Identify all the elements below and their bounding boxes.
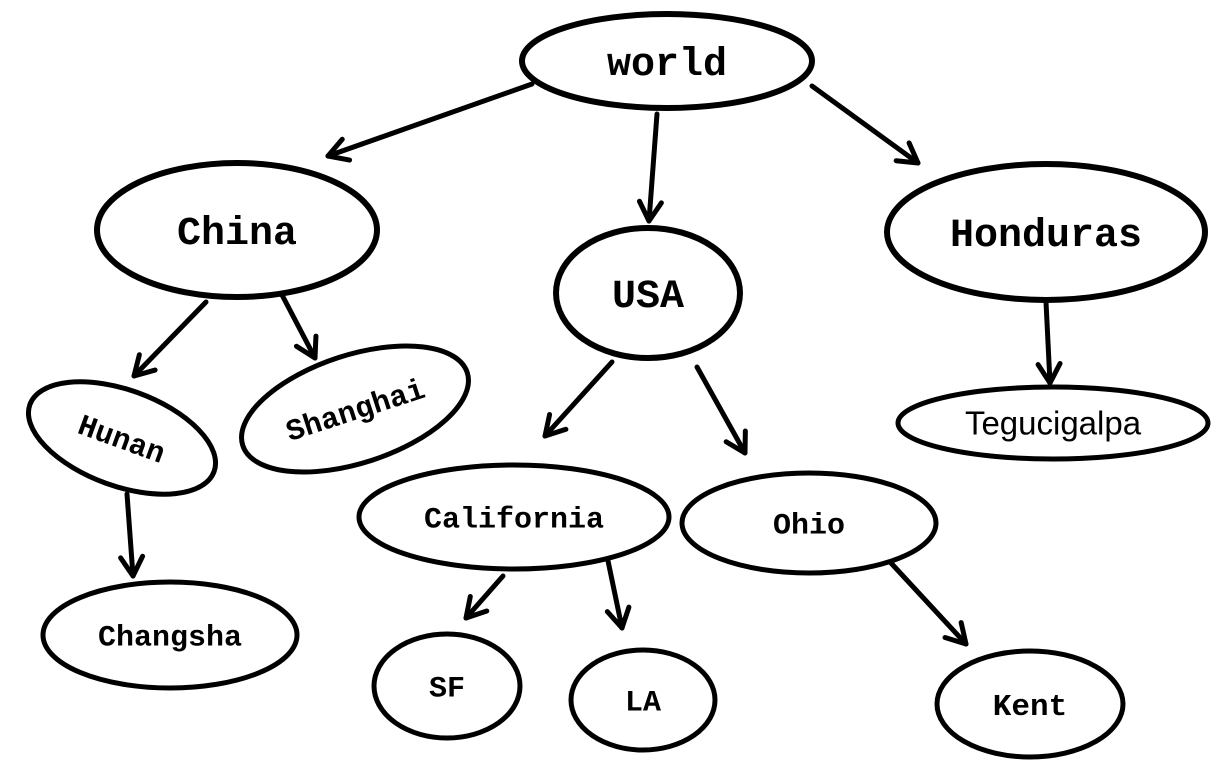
node-sf: SF — [371, 631, 523, 741]
node-label-sf: SF — [429, 673, 465, 707]
node-label-china: China — [177, 212, 297, 257]
node-shape-california — [356, 462, 672, 572]
node-shanghai: Shanghai — [239, 343, 471, 475]
node-shape-sf — [371, 631, 523, 741]
node-shape-la — [568, 647, 718, 753]
node-label-honduras: Honduras — [950, 214, 1142, 259]
edge-honduras-tegucigalpa — [1035, 299, 1063, 386]
node-shape-ohio — [679, 470, 939, 576]
node-shape-changsha — [40, 579, 300, 691]
edge-california-sf — [463, 573, 506, 621]
node-label-la: LA — [625, 687, 661, 721]
node-label-usa: USA — [612, 275, 684, 320]
node-la: LA — [568, 647, 718, 753]
node-label-changsha: Changsha — [98, 622, 242, 656]
node-label-kent: Kent — [993, 690, 1067, 725]
edge-world-honduras — [809, 83, 921, 166]
node-shape-usa — [553, 225, 743, 361]
node-honduras: Honduras — [884, 161, 1208, 303]
node-shape-hunan — [25, 379, 219, 497]
edge-usa-california — [542, 359, 615, 439]
node-shape-honduras — [884, 161, 1208, 303]
node-china: China — [94, 160, 380, 300]
node-tegucigalpa: Tegucigalpa — [895, 384, 1211, 462]
edge-ohio-kent — [888, 560, 969, 647]
node-kent: Kent — [934, 648, 1126, 760]
node-shape-shanghai — [239, 343, 471, 475]
node-ohio: Ohio — [679, 470, 939, 576]
node-shape-china — [94, 160, 380, 300]
node-shape-world — [519, 11, 815, 111]
edge-china-shanghai — [278, 290, 319, 361]
node-shape-kent — [934, 648, 1126, 760]
node-california: California — [356, 462, 672, 572]
node-shape-tegucigalpa — [895, 384, 1211, 462]
node-changsha: Changsha — [40, 579, 300, 691]
node-hunan: Hunan — [25, 379, 219, 497]
node-label-tegucigalpa: Tegucigalpa — [965, 405, 1142, 442]
edge-world-usa — [636, 111, 664, 224]
edges-layer — [118, 81, 1063, 647]
node-world: world — [519, 11, 815, 111]
node-label-ohio: Ohio — [773, 510, 845, 544]
node-label-california: California — [424, 504, 604, 538]
edge-usa-ohio — [694, 364, 748, 456]
edge-hunan-changsha — [118, 491, 146, 579]
node-usa: USA — [553, 225, 743, 361]
node-label-world: world — [607, 43, 727, 88]
edge-world-china — [325, 81, 535, 163]
edge-china-hunan — [131, 299, 209, 379]
edge-california-la — [604, 553, 632, 631]
